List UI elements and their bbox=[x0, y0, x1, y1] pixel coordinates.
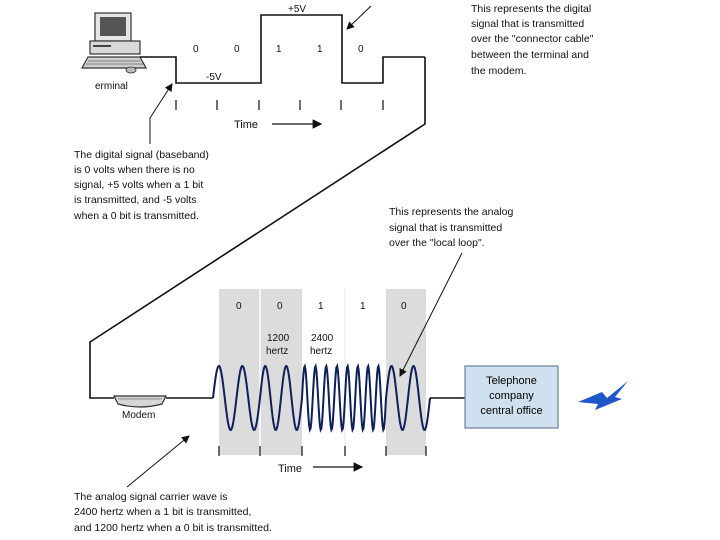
volt-high-label: +5V bbox=[288, 4, 306, 15]
freq-high-value: 2400 bbox=[311, 333, 334, 344]
svg-text:This represents the digital: This represents the digital bbox=[471, 3, 591, 15]
modem-label: Modem bbox=[122, 410, 155, 421]
svg-text:when a 0 bit is transmitted.: when a 0 bit is transmitted. bbox=[73, 210, 199, 222]
analog-bit-2: 0 bbox=[277, 301, 283, 312]
svg-text:and 1200 hertz when a 0 bit is: and 1200 hertz when a 0 bit is transmitt… bbox=[74, 522, 272, 534]
note-baseband: The digital signal (baseband) is 0 volts… bbox=[73, 149, 209, 222]
svg-text:signal, +5 volts when a 1 bit: signal, +5 volts when a 1 bit bbox=[74, 179, 203, 191]
note-carrier: The analog signal carrier wave is 2400 h… bbox=[74, 491, 272, 534]
svg-text:signal that is transmitted: signal that is transmitted bbox=[389, 222, 502, 234]
pointer-digital-signal bbox=[347, 6, 371, 29]
terminal-icon bbox=[82, 13, 146, 73]
analog-bit-4: 1 bbox=[360, 301, 366, 312]
analog-bit-1: 0 bbox=[236, 301, 242, 312]
freq-low-unit: hertz bbox=[266, 346, 288, 357]
digital-bit-2: 0 bbox=[234, 44, 240, 55]
pointer-carrier bbox=[127, 436, 189, 487]
svg-text:is 0 volts when there is no: is 0 volts when there is no bbox=[74, 164, 195, 176]
digital-waveform bbox=[140, 15, 425, 83]
svg-text:The digital signal (baseband): The digital signal (baseband) bbox=[74, 149, 209, 161]
svg-text:The analog signal carrier wave: The analog signal carrier wave is bbox=[74, 491, 228, 503]
pointer-baseband bbox=[150, 84, 172, 144]
modem-icon bbox=[114, 396, 166, 407]
digital-bit-3: 1 bbox=[276, 44, 282, 55]
svg-text:signal that is transmitted: signal that is transmitted bbox=[471, 18, 584, 30]
svg-text:2400 hertz when a 1 bit is tra: 2400 hertz when a 1 bit is transmitted, bbox=[74, 506, 251, 518]
analog-bit-5: 0 bbox=[401, 301, 407, 312]
analog-bit-bands bbox=[219, 289, 426, 455]
svg-text:This represents the analog: This represents the analog bbox=[389, 206, 513, 218]
svg-text:over the "local loop".: over the "local loop". bbox=[389, 237, 485, 249]
svg-text:is transmitted, and -5 volts: is transmitted, and -5 volts bbox=[74, 194, 197, 206]
digital-time-axis bbox=[176, 100, 383, 110]
svg-text:over the "connector cable": over the "connector cable" bbox=[471, 33, 594, 45]
digital-bit-4: 1 bbox=[317, 44, 323, 55]
volt-low-label: -5V bbox=[206, 72, 222, 83]
analog-time-label: Time bbox=[278, 463, 302, 475]
office-line-3: central office bbox=[480, 405, 542, 417]
freq-low-value: 1200 bbox=[267, 333, 290, 344]
analog-bit-3: 1 bbox=[318, 301, 324, 312]
freq-high-unit: hertz bbox=[310, 346, 332, 357]
svg-text:between the terminal and: between the terminal and bbox=[471, 49, 589, 61]
office-line-2: company bbox=[489, 390, 534, 402]
svg-text:the modem.: the modem. bbox=[471, 65, 526, 77]
note-digital-represents: This represents the digital signal that … bbox=[471, 3, 594, 77]
terminal-label: erminal bbox=[95, 81, 128, 92]
office-line-1: Telephone bbox=[486, 375, 537, 387]
lightning-icon bbox=[578, 381, 628, 410]
digital-time-label: Time bbox=[234, 119, 258, 131]
digital-bit-5: 0 bbox=[358, 44, 364, 55]
note-analog-represents: This represents the analog signal that i… bbox=[389, 206, 513, 249]
digital-bit-1: 0 bbox=[193, 44, 199, 55]
